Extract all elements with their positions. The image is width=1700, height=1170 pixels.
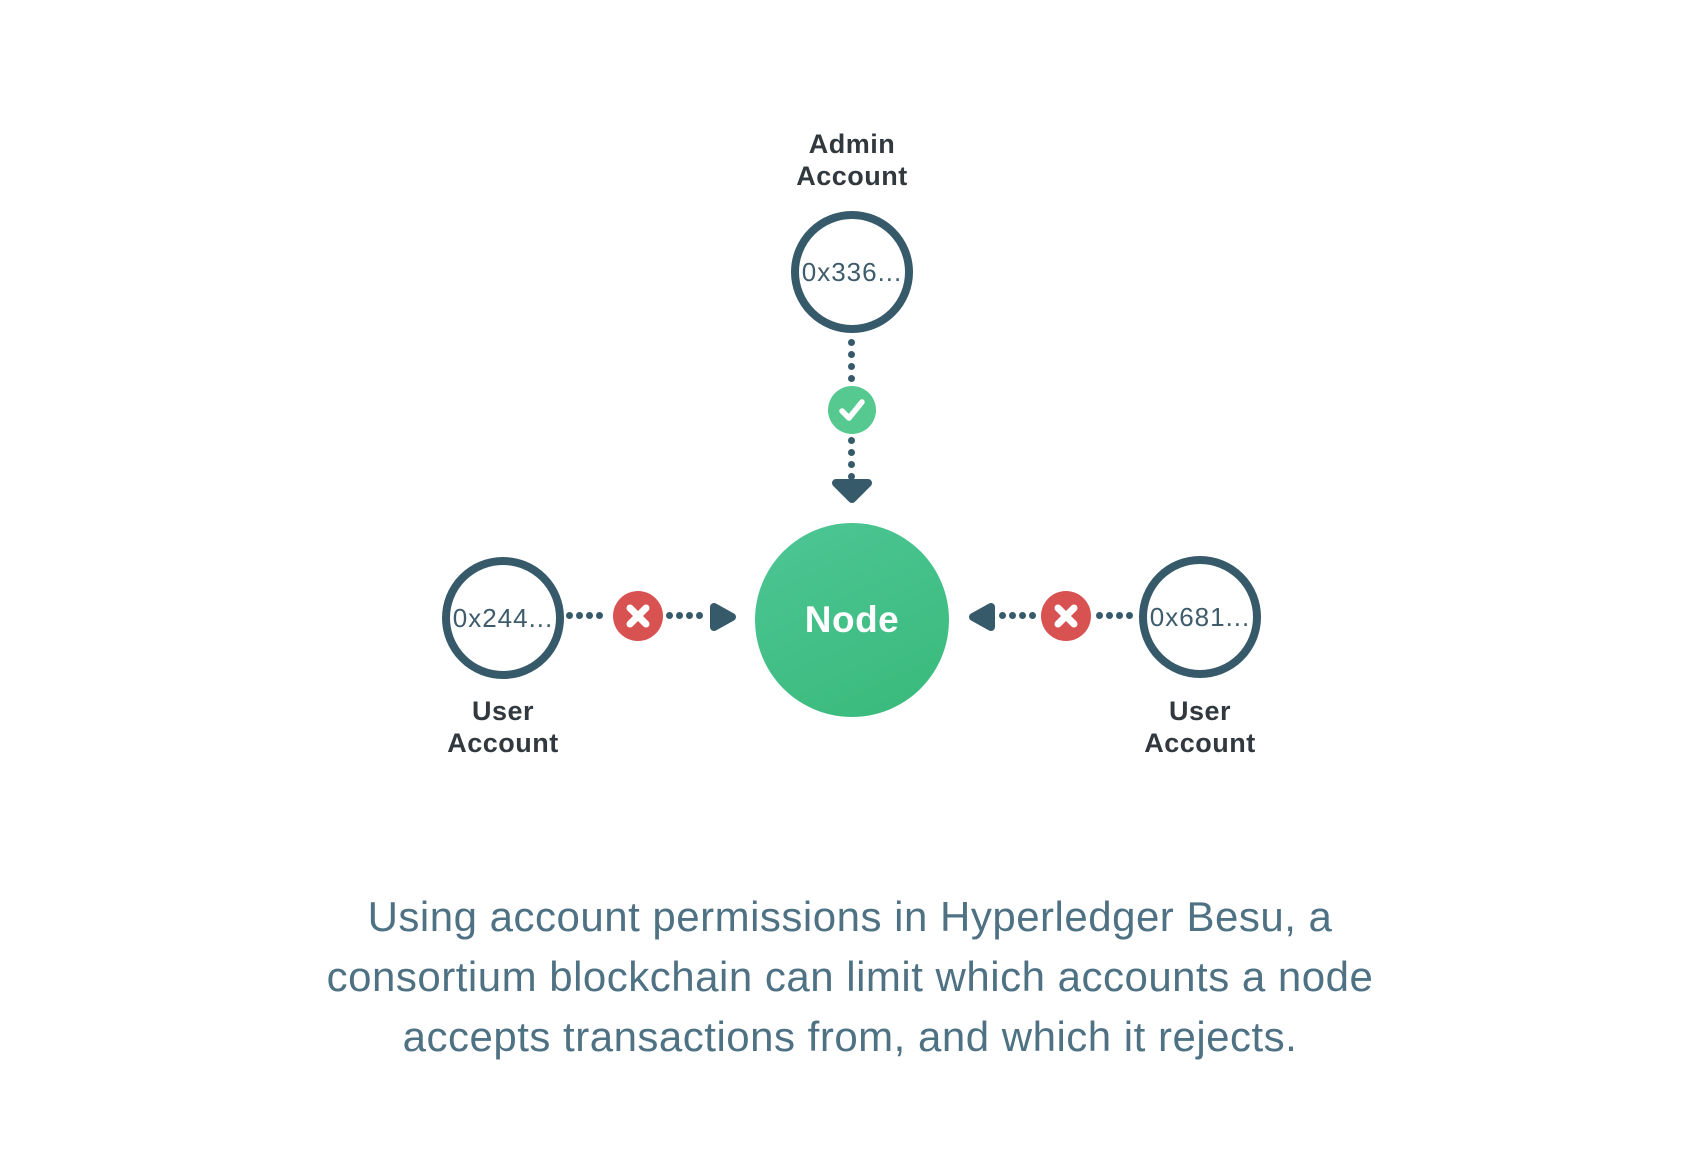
- dot: [686, 612, 693, 619]
- dot: [1106, 612, 1113, 619]
- cross-icon: [613, 591, 663, 641]
- dotted-line-cross-to-right-user: [1096, 612, 1133, 619]
- dot: [848, 363, 855, 370]
- dot: [848, 339, 855, 346]
- caption-line-2: consortium blockchain can limit which ac…: [326, 953, 1374, 1000]
- admin-account-address: 0x336...: [801, 256, 903, 287]
- dot: [848, 449, 855, 456]
- dot: [848, 375, 855, 382]
- user-account-left-label-line2: Account: [447, 728, 559, 758]
- dotted-line-admin-to-check: [848, 339, 855, 382]
- user-account-left-address: 0x244...: [452, 602, 554, 633]
- dot: [999, 612, 1006, 619]
- admin-account-label-line1: Admin: [808, 129, 896, 159]
- user-account-right-label-line1: User: [1168, 696, 1232, 726]
- dotted-line-left-user-to-cross: [566, 612, 603, 619]
- admin-account-circle: 0x336...: [791, 211, 913, 333]
- dot: [696, 612, 703, 619]
- admin-account-label-line2: Account: [796, 161, 908, 191]
- cross-glyph: [1054, 604, 1078, 628]
- dot: [676, 612, 683, 619]
- caption-line-3: accepts transactions from, and which it …: [402, 1013, 1298, 1060]
- dotted-line-node-to-cross-right: [999, 612, 1036, 619]
- node-circle: Node: [755, 523, 949, 717]
- node-label: Node: [804, 599, 900, 640]
- dot: [576, 612, 583, 619]
- cross-icon: [1041, 591, 1091, 641]
- dot: [1096, 612, 1103, 619]
- user-account-left-circle: 0x244...: [442, 557, 564, 679]
- user-account-right-label: User Account: [1144, 695, 1256, 759]
- caption: Using account permissions in Hyperledger…: [0, 887, 1700, 1067]
- dot: [848, 437, 855, 444]
- dot: [1009, 612, 1016, 619]
- arrow-down-icon: [830, 478, 874, 510]
- admin-account-label: Admin Account: [796, 128, 908, 192]
- arrow-left-icon: [967, 601, 997, 638]
- dot: [666, 612, 673, 619]
- check-glyph: [839, 399, 865, 421]
- dot: [1126, 612, 1133, 619]
- check-icon: [828, 386, 876, 434]
- dot: [566, 612, 573, 619]
- dot: [1029, 612, 1036, 619]
- dot: [1019, 612, 1026, 619]
- dotted-line-check-to-node: [848, 437, 855, 480]
- user-account-left-label-line1: User: [471, 696, 535, 726]
- dot: [848, 351, 855, 358]
- user-account-right-address: 0x681...: [1149, 601, 1251, 632]
- dot: [1116, 612, 1123, 619]
- arrow-right-icon: [708, 601, 738, 638]
- user-account-right-circle: 0x681...: [1139, 556, 1261, 678]
- user-account-left-label: User Account: [447, 695, 559, 759]
- dot: [596, 612, 603, 619]
- user-account-right-label-line2: Account: [1144, 728, 1256, 758]
- dot: [586, 612, 593, 619]
- dot: [848, 473, 855, 480]
- cross-glyph: [626, 604, 650, 628]
- dotted-line-cross-to-node-left: [666, 612, 703, 619]
- dot: [848, 461, 855, 468]
- caption-line-1: Using account permissions in Hyperledger…: [367, 893, 1333, 940]
